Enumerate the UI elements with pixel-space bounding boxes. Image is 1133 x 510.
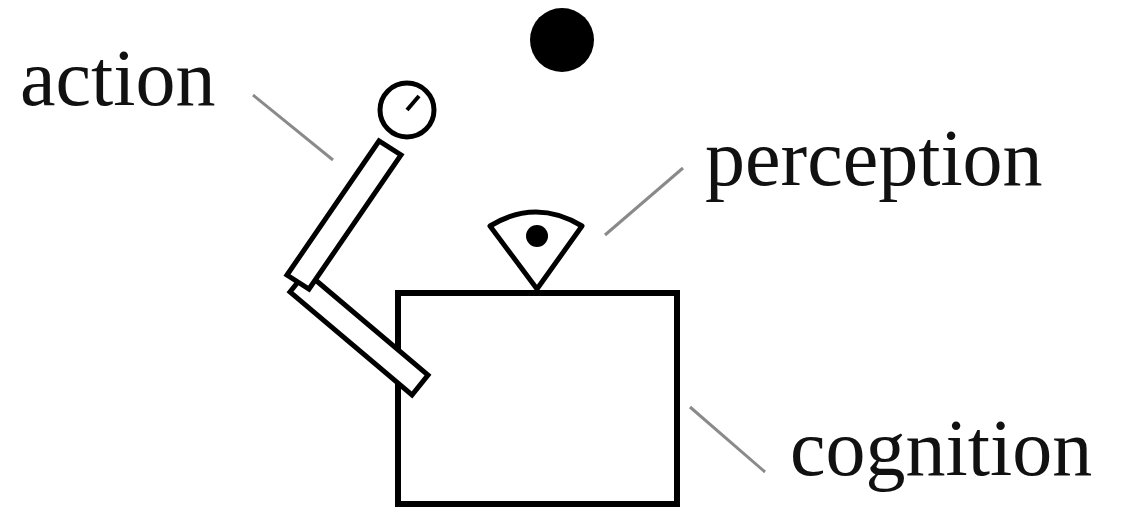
hand-tick (407, 96, 419, 110)
leader-line (690, 407, 765, 472)
part-label: perception (705, 118, 1043, 198)
ball (530, 8, 594, 72)
cognition-box (398, 293, 677, 504)
pupil (526, 225, 548, 247)
hand (380, 83, 434, 137)
leader-line (253, 95, 333, 160)
forearm (287, 141, 401, 289)
eye-symbol (490, 212, 582, 289)
part-label: action (20, 38, 215, 118)
part-label: cognition (790, 408, 1092, 488)
leader-line (605, 168, 683, 235)
